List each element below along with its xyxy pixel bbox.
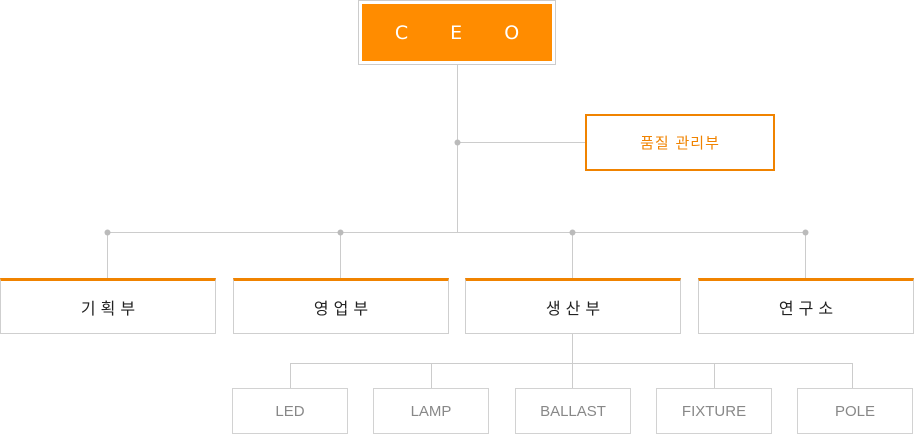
unit-led-box: LED xyxy=(232,388,348,434)
department-label: 생산부 xyxy=(545,299,606,318)
department-production-box: 생산부 xyxy=(465,278,681,334)
unit-label: POLE xyxy=(834,402,876,420)
junction-dot-production xyxy=(569,229,576,236)
unit-lamp-box: LAMP xyxy=(373,388,489,434)
unit-label: BALLAST xyxy=(540,402,606,420)
unit-fixture-box: FIXTURE xyxy=(656,388,772,434)
department-label: 연구소 xyxy=(778,299,839,318)
unit-ballast-box: BALLAST xyxy=(515,388,631,434)
junction-dot-sales xyxy=(337,229,344,236)
junction-dot-planning xyxy=(104,229,111,236)
ceo-label: C E O xyxy=(394,21,538,44)
department-label: 기획부 xyxy=(80,299,141,318)
unit-label: LED xyxy=(275,402,305,420)
unit-label: LAMP xyxy=(410,402,452,420)
department-planning-box: 기획부 xyxy=(0,278,216,334)
unit-pole-box: POLE xyxy=(797,388,913,434)
department-label: 영업부 xyxy=(313,299,374,318)
junction-dot-quality xyxy=(454,139,461,146)
ceo-box: C E O xyxy=(362,4,552,61)
department-research-box: 연구소 xyxy=(698,278,914,334)
junction-dot-research xyxy=(802,229,809,236)
quality-management-box: 품질 관리부 xyxy=(585,114,775,171)
unit-label: FIXTURE xyxy=(681,402,747,420)
department-sales-box: 영업부 xyxy=(233,278,449,334)
quality-management-label: 품질 관리부 xyxy=(640,134,720,152)
